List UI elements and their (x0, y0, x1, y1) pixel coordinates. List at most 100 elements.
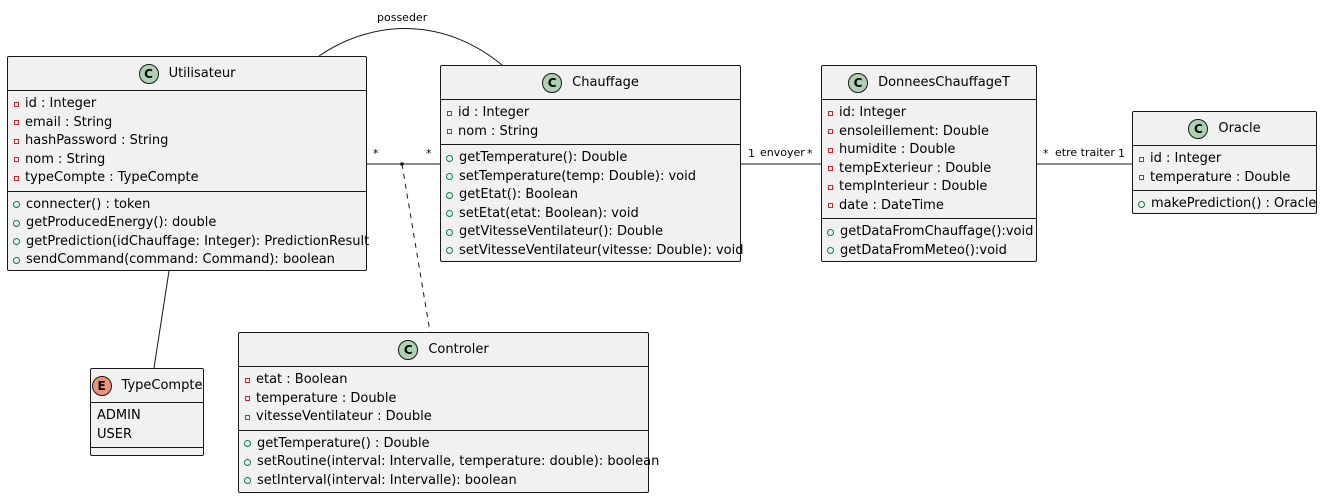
class-controler[interactable]: C Controler etat : Boolean temperature :… (238, 332, 659, 494)
methods-section: getTemperature() : Double setRoutine(int… (239, 431, 659, 494)
attribute: id : Integer (1133, 150, 1316, 169)
attribute: humidite : Double (822, 141, 1036, 160)
attributes-section: id : Integer email : String hashPassword… (8, 91, 366, 192)
attribute: tempInterieur : Double (822, 178, 1036, 197)
public-icon (827, 247, 834, 255)
class-header: C DonneesChauffageT (822, 66, 1036, 100)
method: connecter() : token (8, 196, 366, 215)
attribute: hashPassword : String (8, 132, 366, 151)
etre-traiter-label: etre traiter (1055, 146, 1115, 159)
posseder-arc (318, 28, 503, 66)
attribute: id : Integer (441, 104, 740, 123)
private-icon (245, 396, 250, 402)
attribute: temperature : Double (239, 390, 648, 409)
class-name: TypeCompte (121, 378, 203, 393)
methods-section: makePrediction() : Oracle (1133, 191, 1316, 217)
public-icon (244, 440, 251, 448)
attribute: ensoleillement: Double (822, 123, 1036, 142)
public-icon (446, 247, 453, 255)
attribute: temperature : Double (1133, 169, 1316, 188)
private-icon (14, 157, 19, 163)
class-name: Oracle (1218, 121, 1261, 136)
method: setVitesseVentilateur(vitesse: Double): … (441, 242, 744, 261)
methods-section: connecter() : token getProducedEnergy():… (8, 192, 369, 273)
enum-typecompte[interactable]: E TypeCompte ADMIN USER (90, 368, 204, 456)
method: getTemperature() : Double (239, 435, 648, 454)
public-icon (446, 173, 453, 181)
envoyer-mult-chauffage: 1 (748, 147, 755, 160)
attribute: nom : String (8, 151, 366, 170)
public-icon (244, 477, 251, 485)
private-icon (828, 203, 833, 209)
attribute: typeCompte : TypeCompte (8, 169, 366, 188)
public-icon (446, 154, 453, 162)
public-icon (446, 228, 453, 236)
etre-traiter-mult-donnees: * (1043, 147, 1049, 160)
attribute: email : String (8, 114, 366, 133)
private-icon (828, 166, 833, 172)
private-icon (14, 120, 19, 126)
attribute: id : Integer (8, 95, 366, 114)
posseder-mult-chauffage: * (426, 147, 432, 160)
class-header: C Utilisateur (8, 57, 366, 91)
private-icon (1139, 175, 1144, 181)
methods-section: getDataFromChauffage():void getDataFromM… (822, 219, 1036, 263)
class-name: DonneesChauffageT (878, 75, 1010, 90)
method: setEtat(etat: Boolean): void (441, 205, 740, 224)
attribute: etat : Boolean (239, 371, 648, 390)
method: getVitesseVentilateur(): Double (441, 223, 740, 242)
private-icon (245, 377, 250, 383)
utilisateur-typecompte-line (153, 270, 170, 369)
controler-dashed-link (401, 163, 431, 333)
class-header: C Oracle (1133, 112, 1316, 146)
method: getTemperature(): Double (441, 149, 740, 168)
public-icon (827, 228, 834, 236)
method: getEtat(): Boolean (441, 186, 740, 205)
attributes-section: id : Integer nom : String (441, 100, 740, 145)
posseder-mult-utilisateur: * (373, 147, 379, 160)
method: setRoutine(interval: Intervalle, tempera… (239, 453, 659, 472)
class-chauffage[interactable]: C Chauffage id : Integer nom : String ge… (440, 65, 744, 263)
public-icon (1138, 200, 1145, 208)
enum-e-icon: E (91, 375, 112, 396)
public-icon (13, 201, 20, 209)
private-icon (447, 110, 452, 116)
class-c-icon: C (1188, 118, 1209, 139)
private-icon (1139, 156, 1144, 162)
public-icon (446, 191, 453, 199)
method: sendCommand(command: Command): boolean (8, 251, 366, 270)
attribute: tempExterieur : Double (822, 160, 1036, 179)
method: getDataFromChauffage():void (822, 223, 1036, 242)
enum-values-section: ADMIN USER (91, 403, 203, 448)
public-icon (244, 458, 251, 466)
empty-section (91, 448, 203, 454)
method: makePrediction() : Oracle (1133, 195, 1316, 214)
attribute: id: Integer (822, 104, 1036, 123)
class-oracle[interactable]: C Oracle id : Integer temperature : Doub… (1132, 111, 1317, 214)
private-icon (245, 414, 250, 420)
envoyer-label: envoyer (760, 146, 805, 159)
class-c-icon: C (138, 63, 159, 84)
class-utilisateur[interactable]: C Utilisateur id : Integer email : Strin… (7, 56, 369, 273)
private-icon (14, 138, 19, 144)
method: setTemperature(temp: Double): void (441, 168, 740, 187)
method: getProducedEnergy(): double (8, 214, 366, 233)
private-icon (828, 129, 833, 135)
private-icon (828, 110, 833, 116)
methods-section: getTemperature(): Double setTemperature(… (441, 145, 744, 263)
method: getDataFromMeteo():void (822, 242, 1036, 261)
class-donneeschauffaget[interactable]: C DonneesChauffageT id: Integer ensoleil… (821, 65, 1037, 262)
public-icon (446, 210, 453, 218)
enum-value: USER (97, 426, 133, 442)
class-header: E TypeCompte (91, 369, 203, 403)
class-name: Utilisateur (168, 66, 236, 81)
method: setInterval(interval: Intervalle): boole… (239, 472, 648, 491)
class-c-icon: C (398, 339, 419, 360)
enum-value: ADMIN (97, 408, 141, 423)
class-c-icon: C (848, 72, 869, 93)
method: getPrediction(idChauffage: Integer): Pre… (8, 233, 369, 252)
etre-traiter-mult-oracle: 1 (1118, 147, 1125, 160)
private-icon (828, 184, 833, 190)
attributes-section: id: Integer ensoleillement: Double humid… (822, 100, 1036, 219)
